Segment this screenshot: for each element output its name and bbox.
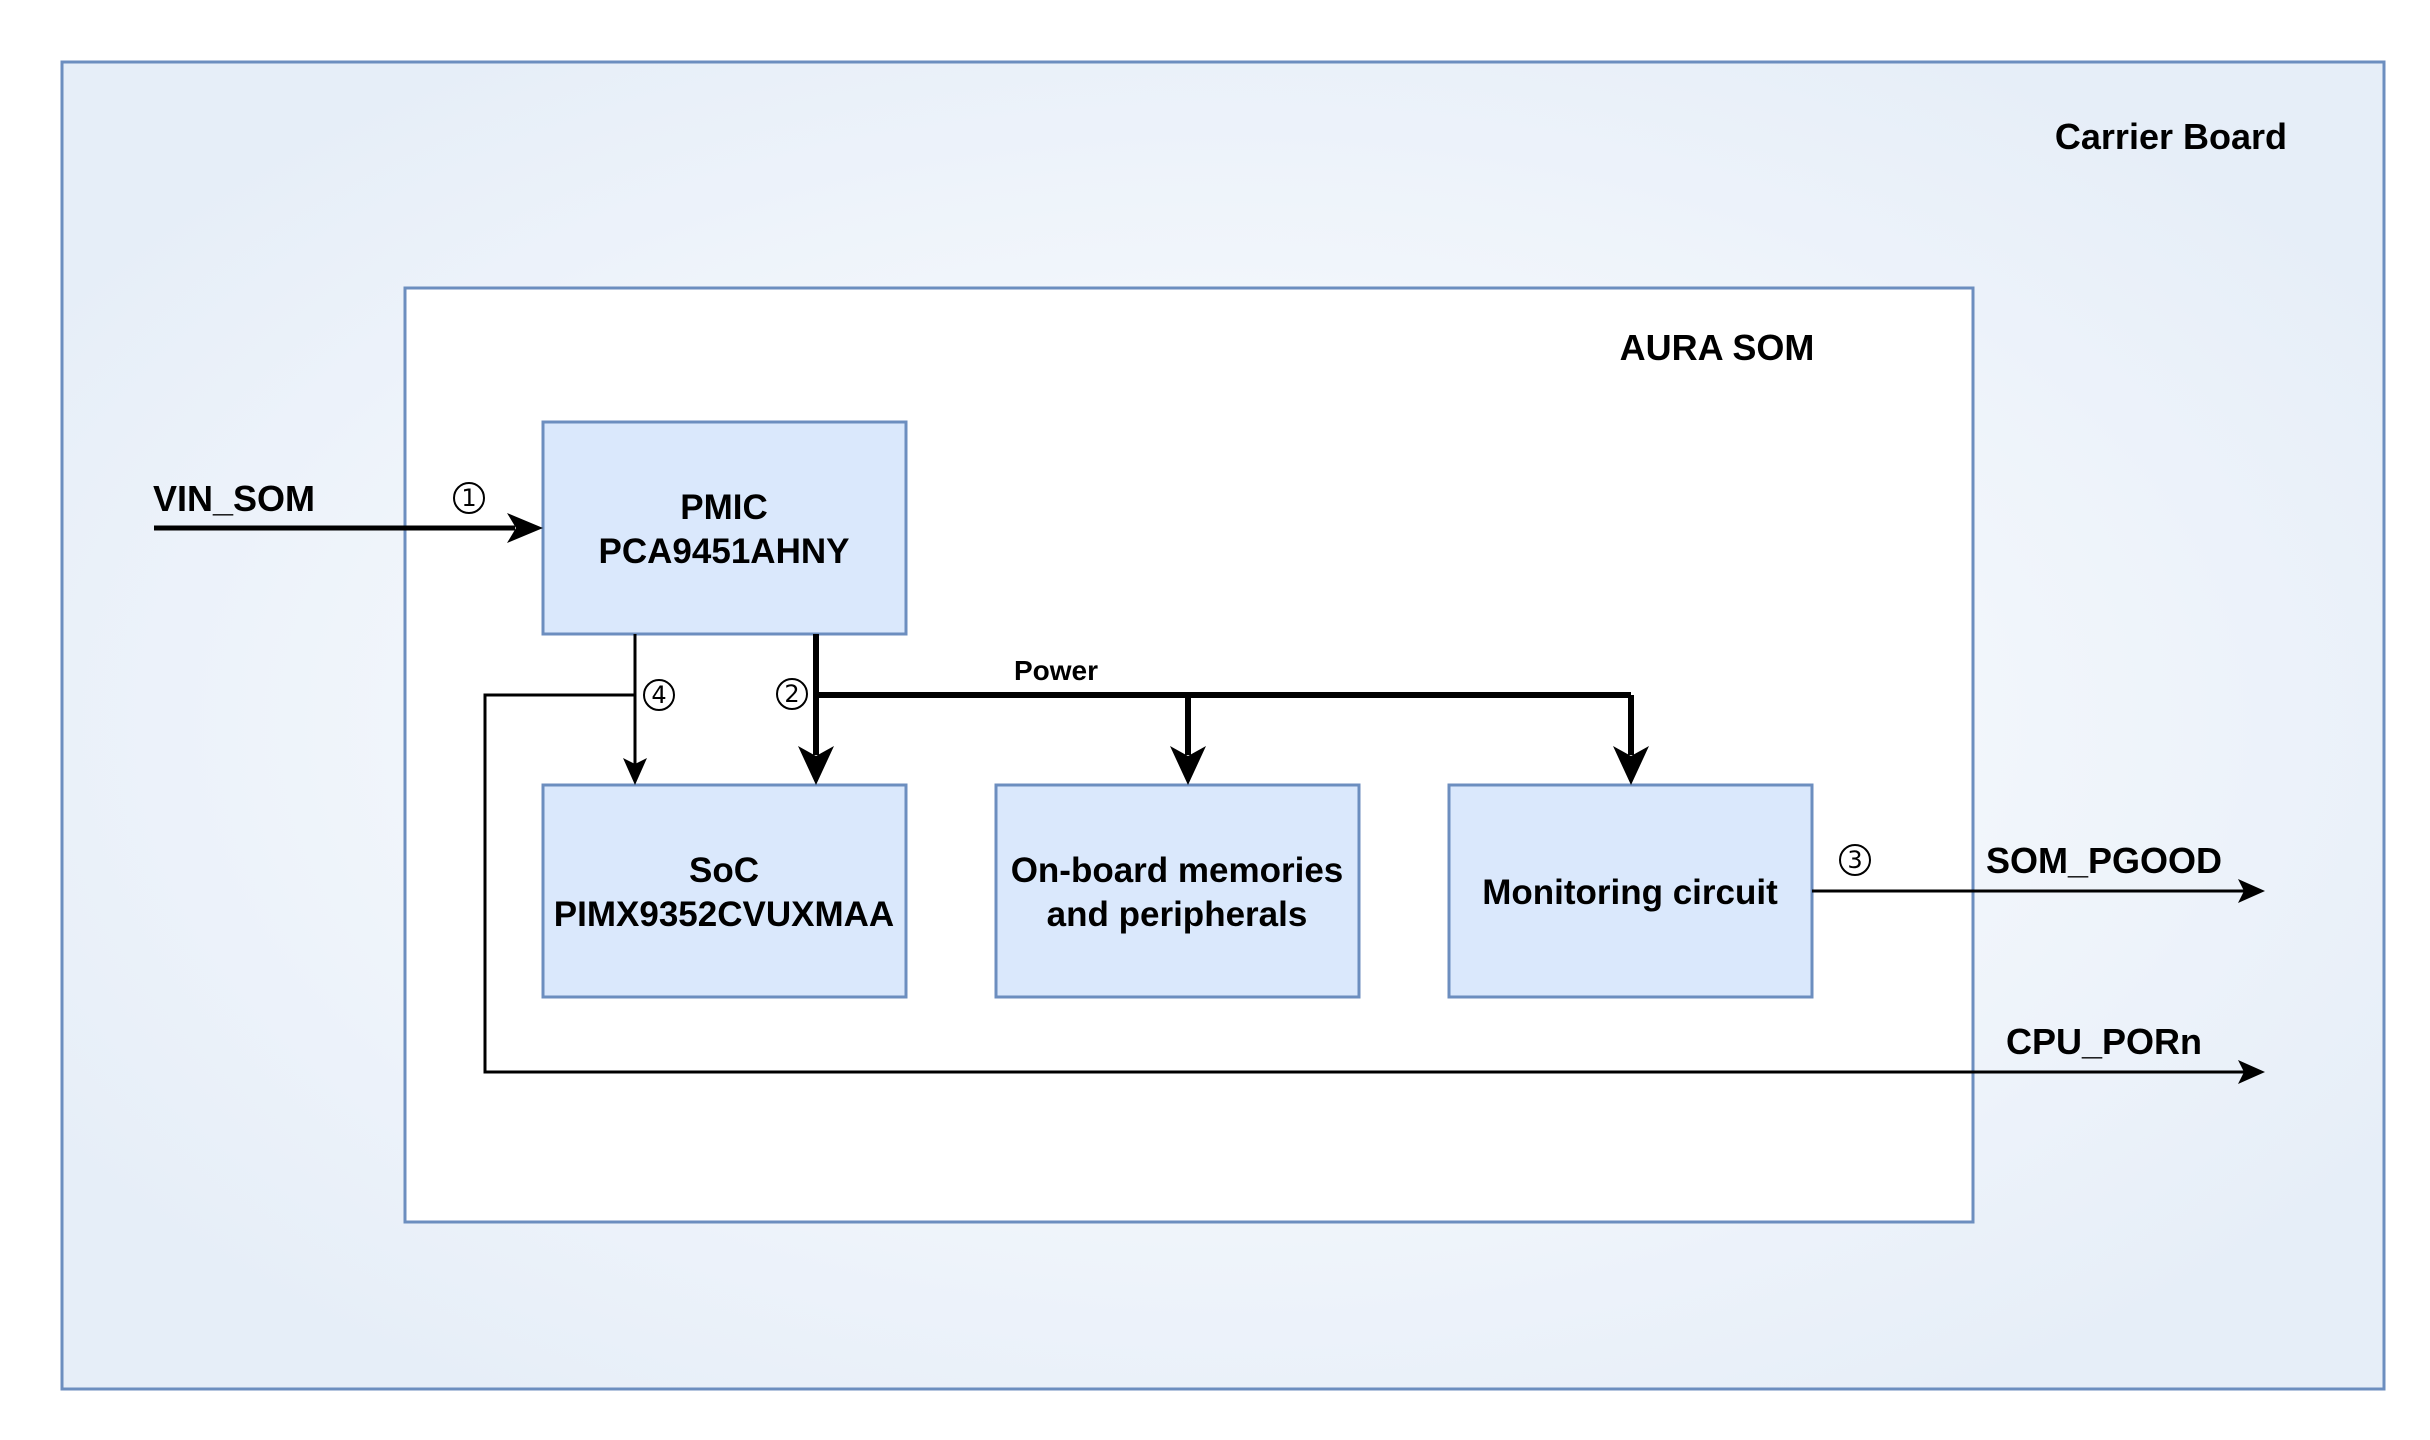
step-2-circle	[776, 678, 808, 710]
step-3-circle	[1839, 844, 1871, 876]
cpu-porn-path: CPU_PORn	[483, 693, 2265, 1084]
memories-box	[994, 783, 1361, 999]
power-arrowhead-monitoring	[1613, 746, 1649, 785]
soc-box	[541, 783, 908, 999]
monitoring-label: Monitoring circuit	[1482, 873, 1778, 912]
power-arrowhead-memories	[1170, 746, 1206, 785]
vin-som-arrowhead	[507, 513, 543, 543]
reset-line-soc	[623, 634, 647, 785]
step-marker-2: 2	[776, 678, 808, 710]
memories-label-line2: and peripherals	[1047, 895, 1308, 934]
som-pgood-arrowhead	[2238, 879, 2265, 903]
memories-block: On-board memories and peripherals	[994, 783, 1361, 999]
step-4-circle	[643, 679, 675, 711]
cpu-porn-label: CPU_PORn	[2006, 1021, 2202, 1062]
step-2-number: 2	[784, 680, 799, 708]
cpu-porn-line	[483, 693, 2245, 1074]
step-4-number: 4	[651, 681, 666, 709]
vin-som-arrow: VIN_SOM	[153, 478, 543, 543]
vin-som-label: VIN_SOM	[153, 478, 315, 519]
cpu-porn-arrowhead	[2238, 1060, 2265, 1084]
pmic-box	[541, 420, 908, 636]
reset-arrowhead-soc	[623, 758, 647, 785]
step-1-circle	[453, 482, 485, 514]
power-arrowhead-soc	[798, 746, 834, 785]
soc-block: SoC PIMX9352CVUXMAA	[541, 783, 908, 999]
step-marker-3: 3	[1839, 844, 1871, 876]
soc-title: SoC	[689, 851, 759, 890]
step-3-number: 3	[1847, 846, 1862, 874]
power-bus: Power	[798, 634, 1649, 785]
step-marker-4: 4	[643, 679, 675, 711]
pmic-block: PMIC PCA9451AHNY	[541, 420, 908, 636]
som-pgood-label: SOM_PGOOD	[1986, 840, 2222, 881]
soc-part-number: PIMX9352CVUXMAA	[554, 895, 894, 934]
som-label: AURA SOM	[1620, 327, 1815, 368]
monitoring-block: Monitoring circuit	[1447, 783, 1814, 999]
som-pgood-path: SOM_PGOOD	[1812, 840, 2265, 903]
pmic-part-number: PCA9451AHNY	[599, 532, 850, 571]
carrier-board-label: Carrier Board	[2055, 116, 2287, 157]
memories-label-line1: On-board memories	[1011, 851, 1344, 890]
pmic-title: PMIC	[680, 488, 768, 527]
step-1-number: 1	[461, 484, 476, 512]
power-label: Power	[1014, 655, 1098, 686]
step-marker-1: 1	[453, 482, 485, 514]
